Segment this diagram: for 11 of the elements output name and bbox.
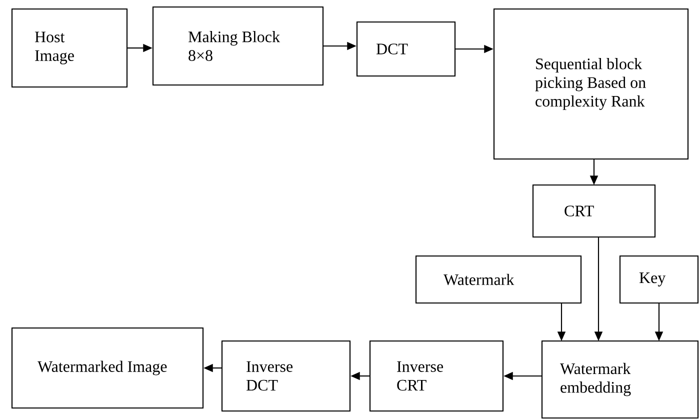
process-box: Host Image xyxy=(11,8,128,88)
process-box: Key xyxy=(619,255,699,304)
process-box: Watermark xyxy=(415,255,582,304)
process-box: Sequential block picking Based on complexity Rank xyxy=(493,8,689,160)
process-box: Watermark embedding xyxy=(541,340,699,419)
process-box: Making Block 8×8 xyxy=(152,6,324,86)
process-box: Inverse CRT xyxy=(369,340,504,412)
process-box: Inverse DCT xyxy=(221,340,351,412)
process-box: Watermarked Image xyxy=(11,327,204,409)
process-box: CRT xyxy=(532,184,656,238)
process-box: DCT xyxy=(356,21,456,77)
